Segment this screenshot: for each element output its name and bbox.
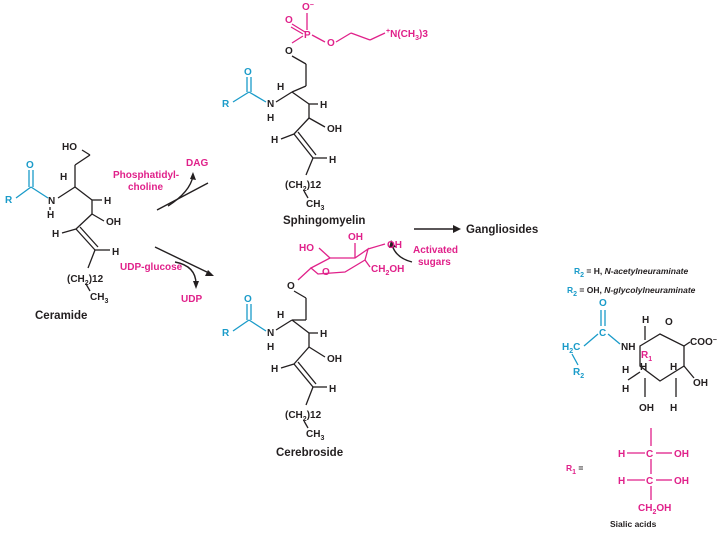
atom-c: C bbox=[646, 449, 653, 460]
atom-h: H bbox=[640, 362, 647, 373]
atom-h: H bbox=[277, 82, 284, 93]
atom-h: H bbox=[329, 155, 336, 166]
activated-sugars-label-2: sugars bbox=[418, 257, 451, 268]
dag-label: DAG bbox=[186, 158, 208, 169]
atom-oh: OH bbox=[348, 232, 363, 243]
atom-n: N bbox=[267, 99, 274, 110]
atom-o: O bbox=[287, 281, 295, 292]
atom-h: H bbox=[622, 384, 629, 395]
sphingomyelin-structure: O− O P O +N(CH3)3 O O R N H H H OH H bbox=[222, 2, 428, 212]
atom-c: C bbox=[646, 476, 653, 487]
atom-h: H bbox=[277, 310, 284, 321]
atom-h: H bbox=[642, 315, 649, 326]
atom-oh: OH bbox=[106, 217, 121, 228]
atom-ho: HO bbox=[62, 142, 77, 153]
atom-h: H bbox=[320, 329, 327, 340]
atom-h: H bbox=[112, 247, 119, 258]
atom-h: H bbox=[670, 362, 677, 373]
atom-oh: OH bbox=[693, 378, 708, 389]
atom-oh: OH bbox=[387, 240, 402, 251]
sialic-acids-label: Sialic acids bbox=[610, 519, 657, 529]
sialic-acid-legend: R2 = H, N-acetylneuraminate R2 = OH, N-g… bbox=[567, 266, 696, 298]
atom-h: H bbox=[60, 172, 67, 183]
r1-substituent: R1 = H C OH H C OH CH2OH bbox=[566, 428, 689, 516]
ceramide-tail: (CH2)12 bbox=[67, 274, 104, 287]
atom-h: H bbox=[267, 113, 274, 124]
udp-label: UDP bbox=[181, 294, 202, 305]
atom-oh: OH bbox=[674, 476, 689, 487]
ceramide-structure: O R N H HO H H OH H H (CH2)12 CH3 bbox=[5, 142, 121, 305]
cerebroside-structure: HO OH OH CH2OH O O O R N H H H OH H bbox=[222, 232, 404, 442]
sialic-acid-structure: O C H2C R2 NH H O COO− R1 H H H H OH OH … bbox=[562, 298, 717, 414]
sphingomyelin-tail: (CH2)12 bbox=[285, 180, 322, 193]
atom-oh: OH bbox=[327, 354, 342, 365]
atom-o: O bbox=[327, 38, 335, 49]
atom-h: H bbox=[271, 364, 278, 375]
atom-r: R bbox=[5, 195, 13, 206]
atom-h: H bbox=[320, 100, 327, 111]
r1-label: R1 = bbox=[566, 463, 583, 476]
atom-h: H bbox=[271, 135, 278, 146]
reaction-udp-glucose: UDP-glucose UDP bbox=[120, 246, 214, 305]
atom-r: R bbox=[222, 328, 230, 339]
sugar-ch2oh: CH2OH bbox=[371, 264, 404, 277]
atom-r: R bbox=[222, 99, 230, 110]
ceramide-label: Ceramide bbox=[35, 310, 87, 322]
r2-oh-note: R2 = OH, N-glycolylneuraminate bbox=[567, 285, 696, 298]
arrow-to-sphingomyelin bbox=[156, 182, 209, 211]
atom-o: O bbox=[26, 160, 34, 171]
atom-nh: NH bbox=[621, 342, 635, 353]
atom-o: O bbox=[244, 67, 252, 78]
atom-n: N bbox=[267, 328, 274, 339]
gangliosides-label: Gangliosides bbox=[466, 224, 538, 236]
atom-o: O bbox=[285, 46, 293, 57]
atom-r2: R2 bbox=[573, 367, 584, 380]
choline-group: +N(CH3)3 bbox=[386, 28, 428, 42]
atom-n: N bbox=[48, 196, 55, 207]
phosphatidylcholine-label-2: choline bbox=[128, 182, 163, 193]
atom-h: H bbox=[47, 210, 54, 221]
atom-o: O bbox=[285, 15, 293, 26]
coo-group: COO− bbox=[690, 337, 717, 348]
h2c-group: H2C bbox=[562, 342, 580, 355]
atom-o: O bbox=[322, 267, 330, 278]
atom-h: H bbox=[104, 196, 111, 207]
atom-h: H bbox=[52, 229, 59, 240]
activated-sugars-label: Activated bbox=[413, 245, 458, 256]
atom-oh: OH bbox=[327, 124, 342, 135]
ceramide-ch3: CH3 bbox=[90, 292, 108, 305]
atom-h: H bbox=[618, 449, 625, 460]
sphingomyelin-label: Sphingomyelin bbox=[283, 215, 365, 227]
atom-c: C bbox=[599, 328, 606, 339]
reaction-phosphatidylcholine: Phosphatidyl- choline DAG bbox=[113, 158, 209, 211]
atom-p: P bbox=[304, 30, 311, 41]
atom-o: O bbox=[599, 298, 607, 309]
r1-ch2oh: CH2OH bbox=[638, 503, 671, 516]
atom-ho: HO bbox=[299, 243, 314, 254]
atom-h: H bbox=[267, 342, 274, 353]
atom-h: H bbox=[618, 476, 625, 487]
atom-r1: R1 bbox=[641, 350, 652, 363]
atom-o: O bbox=[244, 294, 252, 305]
arrow-to-cerebroside bbox=[154, 246, 212, 275]
sphingomyelin-ch3: CH3 bbox=[306, 199, 324, 212]
atom-h: H bbox=[329, 384, 336, 395]
atom-o: O− bbox=[302, 2, 314, 13]
atom-oh: OH bbox=[639, 403, 654, 414]
udp-glucose-label: UDP-glucose bbox=[120, 262, 183, 273]
cerebroside-ch3: CH3 bbox=[306, 429, 324, 442]
atom-h: H bbox=[670, 403, 677, 414]
atom-o: O bbox=[665, 317, 673, 328]
atom-h: H bbox=[622, 365, 629, 376]
cerebroside-tail: (CH2)12 bbox=[285, 410, 322, 423]
r2-h-note: R2 = H, N-acetylneuraminate bbox=[574, 266, 688, 279]
phosphatidylcholine-label: Phosphatidyl- bbox=[113, 170, 179, 181]
cerebroside-label: Cerebroside bbox=[276, 447, 343, 459]
atom-oh: OH bbox=[674, 449, 689, 460]
